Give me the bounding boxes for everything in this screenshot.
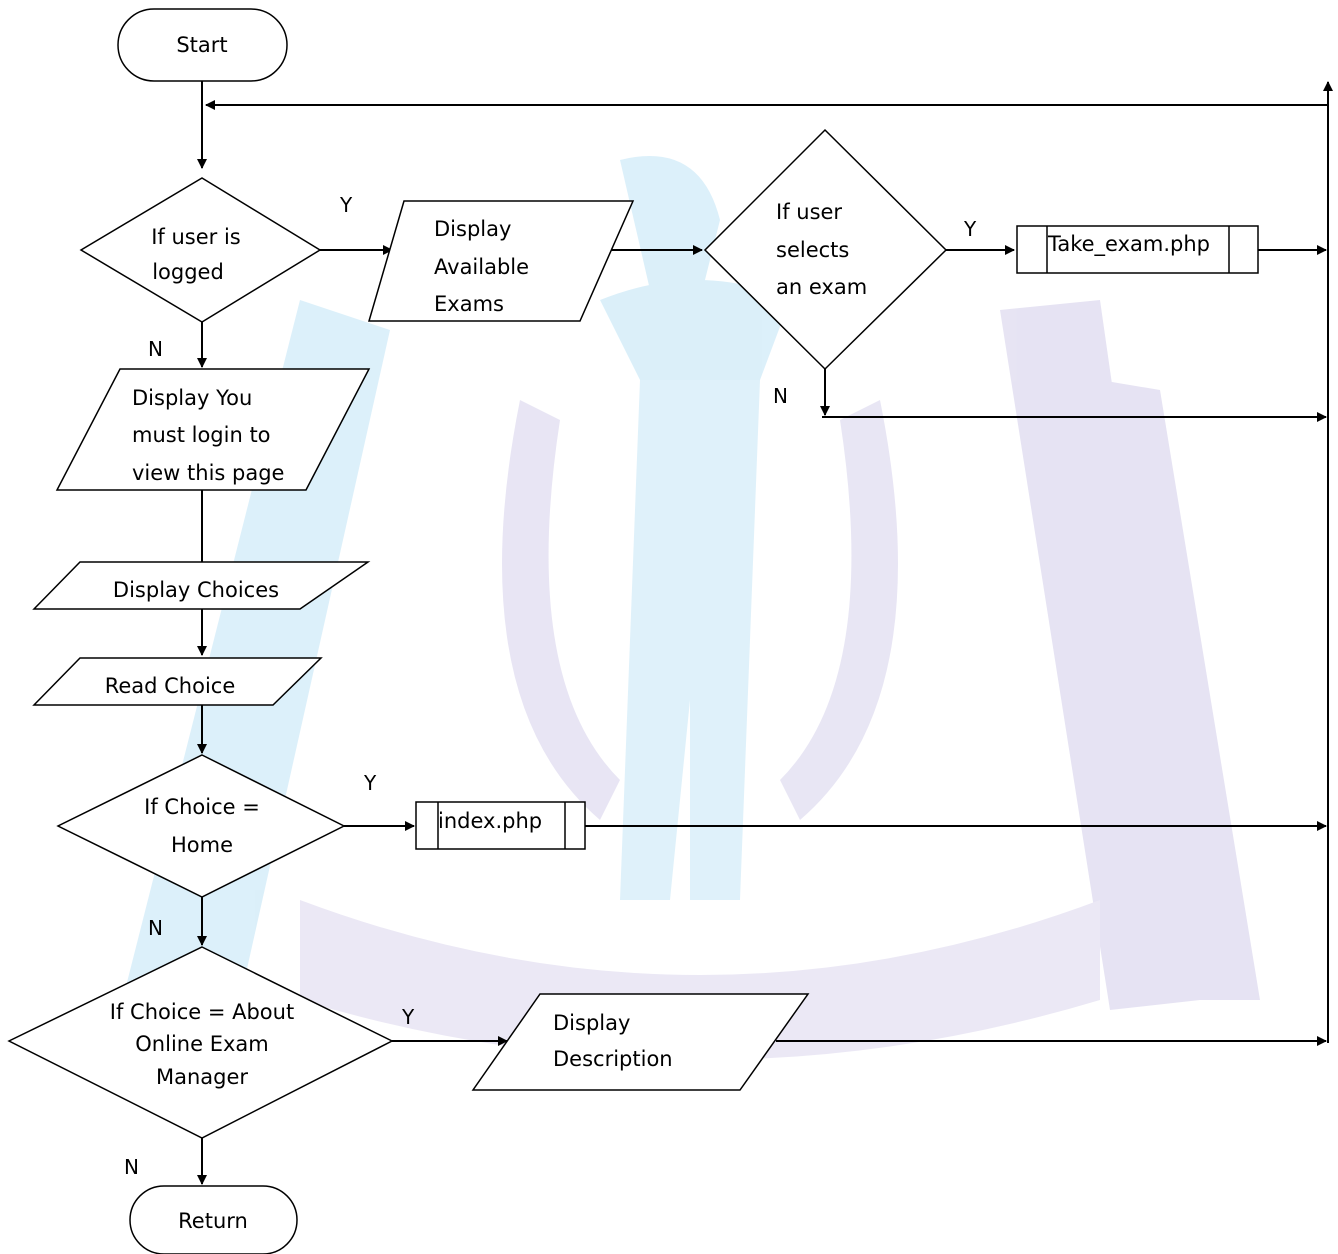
io-must-login: Display You must login to view this page <box>55 368 371 491</box>
decision-choice-home: If Choice = Home <box>56 754 346 898</box>
yes-label-home: Y <box>363 771 377 795</box>
io-display-available-exams-line3: Exams <box>434 292 504 316</box>
process-index-label: index.php <box>438 809 542 833</box>
yes-label-logged: Y <box>339 193 353 217</box>
decision-user-logged-line2: logged <box>152 260 224 284</box>
io-must-login-line1: Display You <box>132 386 252 410</box>
decision-user-logged: If user is logged <box>79 177 322 323</box>
io-must-login-line2: must login to <box>132 423 271 447</box>
no-label-home: N <box>148 916 163 940</box>
decision-choice-about-line2: Online Exam <box>135 1032 268 1056</box>
io-display-available-exams-line2: Available <box>434 255 529 279</box>
decision-choice-about-line3: Manager <box>156 1065 248 1089</box>
start-terminal: Start <box>117 8 288 82</box>
process-index: index.php <box>415 801 586 850</box>
branch-labels: Y N Y N Y N Y N <box>124 193 977 1179</box>
decision-user-selects-exam-line3: an exam <box>776 275 867 299</box>
return-label: Return <box>178 1209 248 1233</box>
decision-user-logged-line1: If user is <box>151 225 241 249</box>
decision-user-selects-exam: If user selects an exam <box>703 128 948 371</box>
yes-label-select: Y <box>963 217 977 241</box>
io-display-description-line1: Display <box>553 1011 630 1035</box>
process-take-exam: Take_exam.php <box>1016 225 1259 274</box>
decision-choice-home-line1: If Choice = <box>144 795 260 819</box>
io-display-available-exams-line1: Display <box>434 217 511 241</box>
return-terminal: Return <box>129 1185 298 1254</box>
decision-choice-about: If Choice = About Online Exam Manager <box>7 946 394 1139</box>
process-take-exam-label: Take_exam.php <box>1047 232 1210 257</box>
io-display-choices: Display Choices <box>32 561 371 610</box>
decision-user-selects-exam-line1: If user <box>776 200 842 224</box>
no-label-select: N <box>773 384 788 408</box>
connectors <box>197 80 1333 1185</box>
io-display-choices-label: Display Choices <box>113 578 279 602</box>
start-label: Start <box>176 33 227 57</box>
io-display-description: Display Description <box>471 993 810 1091</box>
io-display-description-line2: Description <box>553 1047 673 1071</box>
no-label-logged: N <box>148 337 163 361</box>
decision-choice-about-line1: If Choice = About <box>110 1000 294 1024</box>
decision-user-selects-exam-line2: selects <box>776 238 849 262</box>
yes-label-about: Y <box>401 1005 415 1029</box>
decision-choice-home-line2: Home <box>171 833 233 857</box>
io-read-choice-label: Read Choice <box>105 674 236 698</box>
io-read-choice: Read Choice <box>32 657 323 706</box>
io-must-login-line3: view this page <box>132 461 284 485</box>
io-display-available-exams: Display Available Exams <box>368 200 635 322</box>
no-label-about: N <box>124 1155 139 1179</box>
